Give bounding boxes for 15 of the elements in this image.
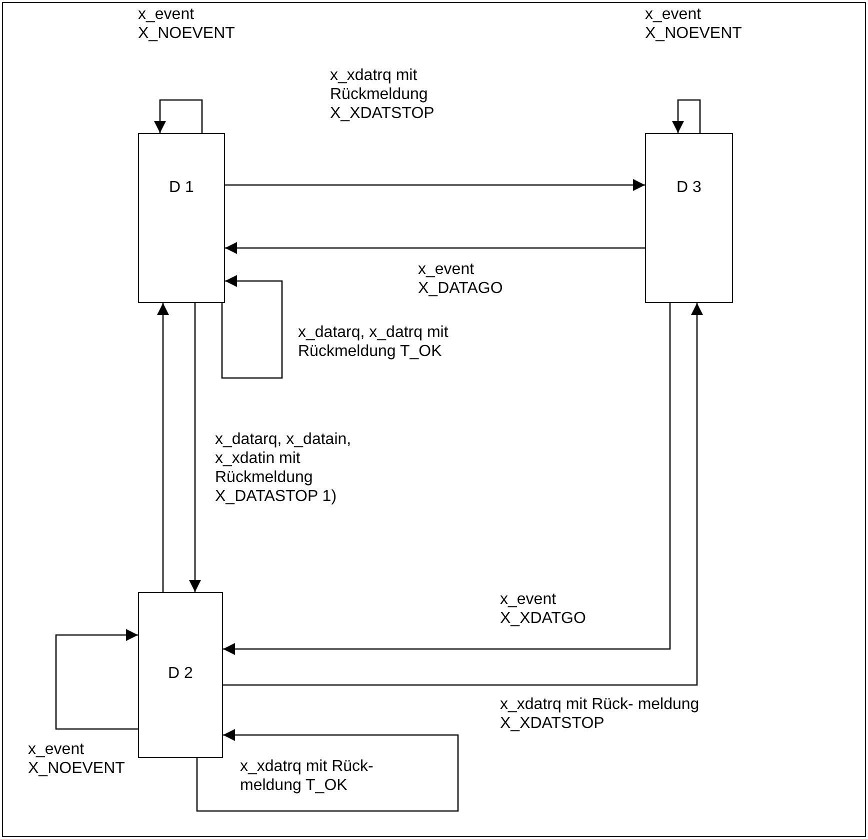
state-name: D 3 [676,179,702,197]
arrow [157,303,169,592]
arrow [225,242,645,254]
arrow [55,629,138,730]
arrow [221,275,283,379]
arrow [189,303,201,592]
arrow [196,729,459,812]
state-name: D 2 [168,665,193,683]
state-name: D 1 [169,179,194,197]
arrow [225,179,645,191]
arrow [672,99,701,133]
state-box [645,133,733,303]
state-box [138,592,223,758]
arrow [154,99,203,133]
state-box [138,133,225,303]
